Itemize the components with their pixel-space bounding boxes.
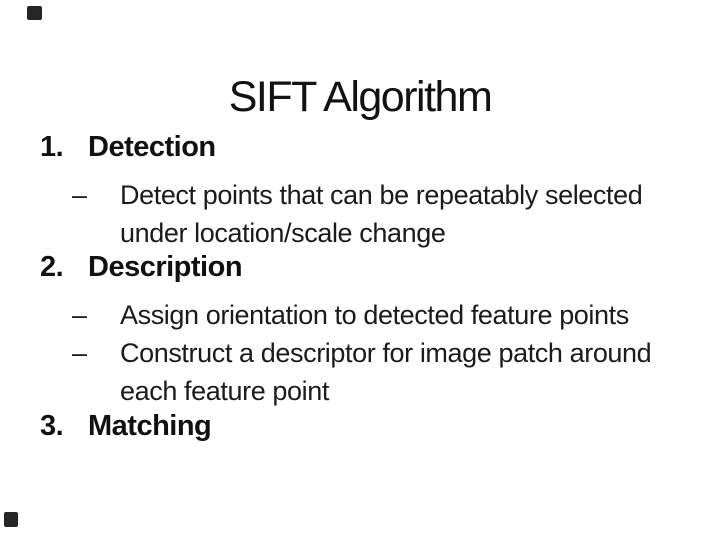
bullet-item: – Construct a descriptor for image patch… xyxy=(72,334,665,410)
item-number: 1. xyxy=(40,131,64,163)
bullet-item: – Detect points that can be repeatably s… xyxy=(72,176,665,252)
item-number: 2. xyxy=(40,251,64,283)
bullet-text: Assign orientation to detected feature p… xyxy=(120,300,629,330)
bullet-dash: – xyxy=(72,338,87,368)
bullet-text: Detect points that can be repeatably sel… xyxy=(120,180,643,248)
bullet-item: – Assign orientation to detected feature… xyxy=(72,296,665,334)
list-item-detection: 1. Detection xyxy=(40,131,216,164)
item-label: Description xyxy=(88,251,243,283)
bullet-dash: – xyxy=(72,180,87,210)
item-label: Detection xyxy=(88,131,216,163)
item-label: Matching xyxy=(88,410,212,442)
bullet-dash: – xyxy=(72,300,87,330)
bullet-text: Construct a descriptor for image patch a… xyxy=(120,338,652,406)
list-item-matching: 3. Matching xyxy=(40,410,212,443)
item-number: 3. xyxy=(40,410,64,442)
corner-mark-top-left-icon xyxy=(27,6,42,20)
list-item-description: 2. Description xyxy=(40,251,243,284)
corner-mark-bottom-left-icon xyxy=(4,512,18,527)
slide-title: SIFT Algorithm xyxy=(228,72,493,121)
